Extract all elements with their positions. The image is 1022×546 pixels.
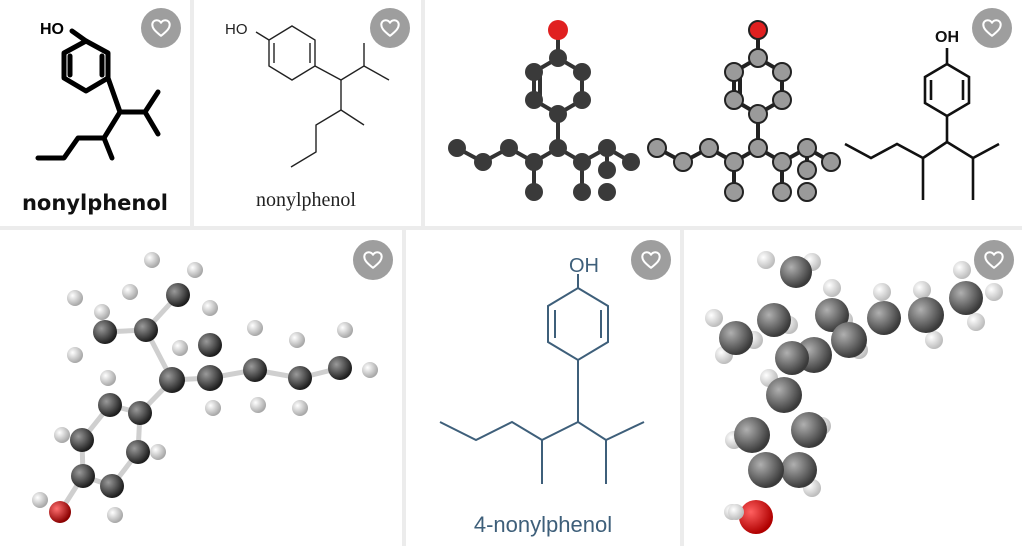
nonylphenol-line-structure-image: HO nonylphenol	[225, 21, 390, 211]
favorite-button[interactable]	[370, 8, 410, 48]
oh-label: HO	[225, 21, 248, 38]
nonylphenol-bold-structure-image: HO nonylphenol	[22, 21, 168, 215]
nonylphenol-3d-ball-and-stick-image	[32, 252, 378, 523]
image-tile-2[interactable]: HO nonylphenol	[194, 0, 421, 226]
image-tile-6[interactable]	[684, 230, 1022, 546]
image-tile-1[interactable]: HO nonylphenol	[0, 0, 190, 226]
tile-caption: nonylphenol	[22, 191, 168, 215]
nonylphenol-3d-space-filling-image	[705, 251, 1003, 534]
heart-outline-icon	[984, 251, 1004, 269]
oh-label: HO	[40, 21, 64, 38]
heart-outline-icon	[380, 19, 400, 37]
favorite-button[interactable]	[631, 240, 671, 280]
heart-outline-icon	[151, 19, 171, 37]
heart-outline-icon	[982, 19, 1002, 37]
image-tile-3[interactable]: OH	[425, 0, 1022, 226]
nonylphenol-ball-and-line-structures-image: OH	[448, 20, 1000, 202]
favorite-button[interactable]	[972, 8, 1012, 48]
heart-outline-icon	[641, 251, 661, 269]
oh-label: OH	[935, 29, 959, 46]
favorite-button[interactable]	[974, 240, 1014, 280]
image-tile-5[interactable]: OH 4-nonylphenol	[406, 230, 680, 546]
favorite-button[interactable]	[353, 240, 393, 280]
tile-caption: nonylphenol	[256, 189, 356, 211]
heart-outline-icon	[363, 251, 383, 269]
favorite-button[interactable]	[141, 8, 181, 48]
tile-caption: 4-nonylphenol	[474, 512, 612, 537]
oh-label: OH	[569, 255, 599, 277]
image-tile-4[interactable]	[0, 230, 402, 546]
4-nonylphenol-blue-structure-image: OH 4-nonylphenol	[439, 255, 645, 537]
